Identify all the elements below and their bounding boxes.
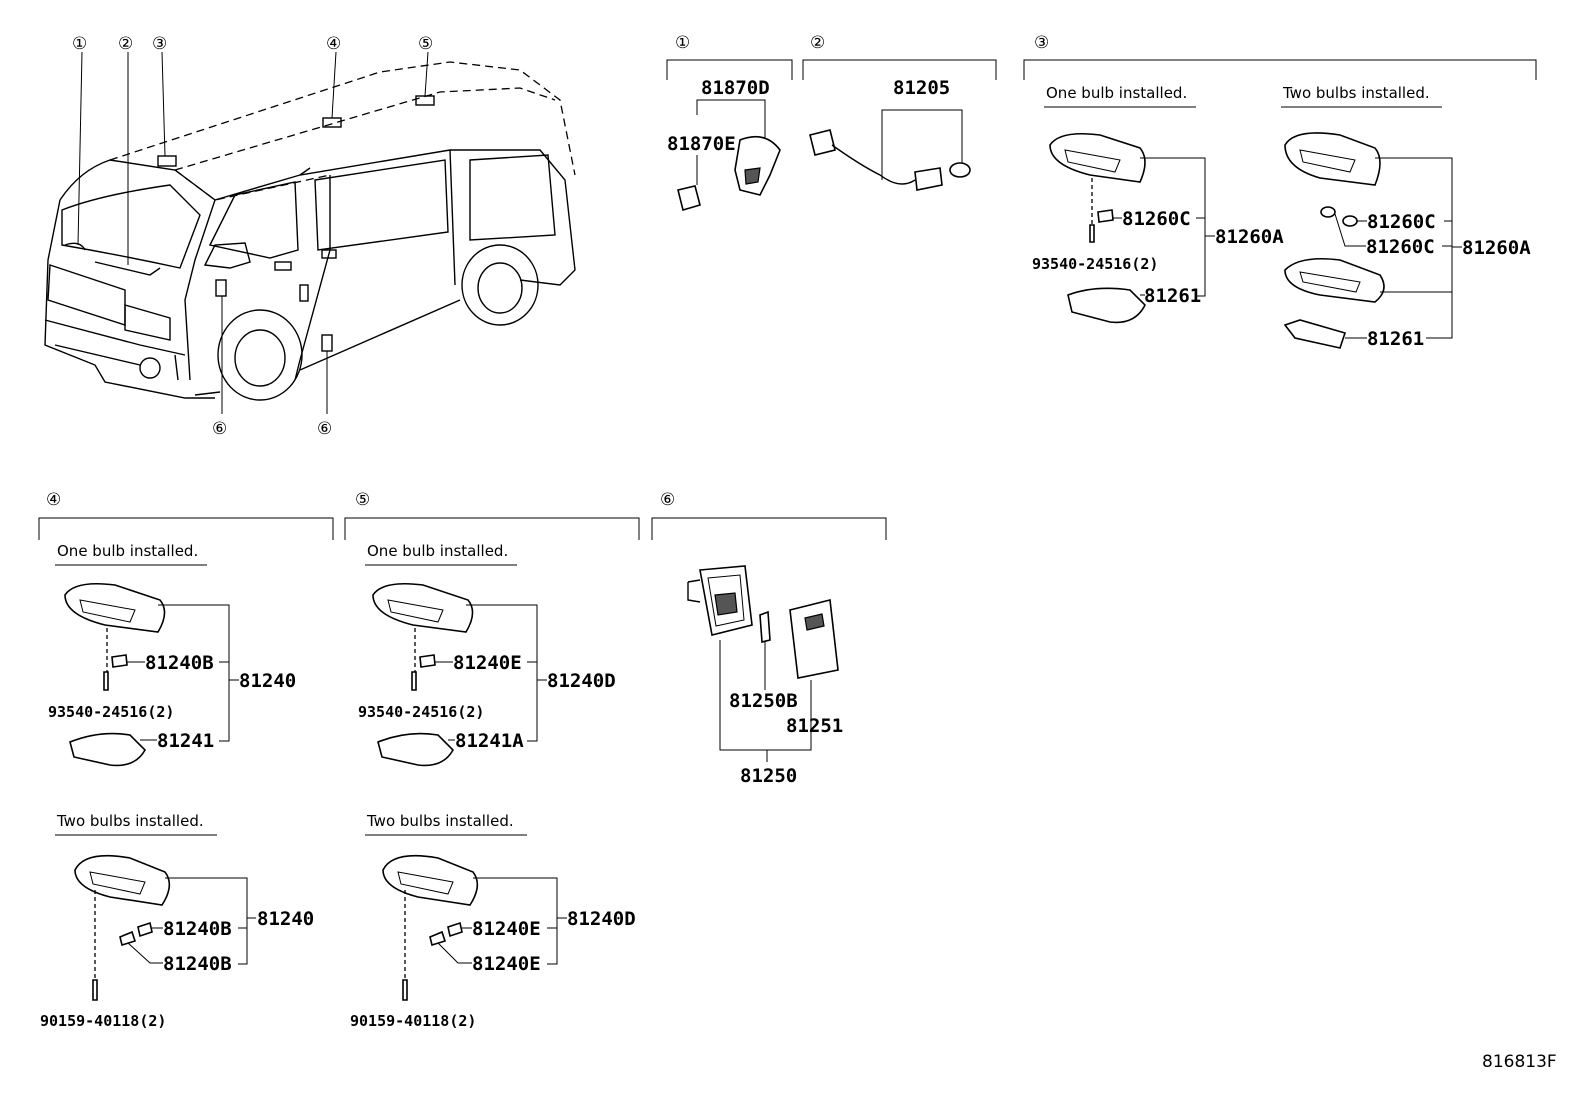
part-81240e-two-1: 81240E bbox=[472, 918, 541, 940]
part-81260a-two: 81260A bbox=[1462, 237, 1531, 259]
screw-93540-24516-s5: 93540-24516(2) bbox=[358, 703, 484, 721]
part-81261-two: 81261 bbox=[1367, 328, 1424, 350]
section-5: ⑤ One bulb installed. 81240E 93540-24516… bbox=[344, 490, 640, 1030]
part-81240d-two: 81240D bbox=[567, 908, 636, 930]
part-81260c-two-1: 81260C bbox=[1367, 211, 1436, 233]
section-3-note-one-bulb: One bulb installed. bbox=[1046, 84, 1187, 102]
section-3: ③ One bulb installed. 81260C 93540-24516… bbox=[1023, 33, 1537, 350]
part-81240b-one-s4: 81240B bbox=[145, 652, 214, 674]
section-5-note-two-bulbs: Two bulbs installed. bbox=[366, 812, 514, 830]
van-marker-6b: ⑥ bbox=[317, 419, 332, 439]
part-81260c-two-2: 81260C bbox=[1366, 236, 1435, 258]
part-81251: 81251 bbox=[786, 715, 843, 737]
screw-90159-40118-s5: 90159-40118(2) bbox=[350, 1012, 476, 1030]
section-2-callout: ② bbox=[810, 33, 825, 53]
section-4-callout: ④ bbox=[46, 490, 61, 510]
part-81870e: 81870E bbox=[667, 133, 736, 155]
van-marker-1: ① bbox=[72, 34, 87, 54]
part-81250: 81250 bbox=[740, 765, 797, 787]
section-4: ④ One bulb installed. 81240B 93540-24516… bbox=[38, 490, 334, 1030]
van-marker-2: ② bbox=[118, 34, 133, 54]
part-81240e-one: 81240E bbox=[453, 652, 522, 674]
van-illustration: ① ② ③ ④ ⑤ ⑥ ⑥ bbox=[44, 34, 576, 439]
part-81260c-one: 81260C bbox=[1122, 208, 1191, 230]
part-81240-one: 81240 bbox=[239, 670, 296, 692]
van-marker-6a: ⑥ bbox=[212, 419, 227, 439]
figure-code: 816813F bbox=[1482, 1052, 1557, 1072]
screw-90159-40118-s4: 90159-40118(2) bbox=[40, 1012, 166, 1030]
part-81240d-one: 81240D bbox=[547, 670, 616, 692]
section-5-callout: ⑤ bbox=[355, 490, 370, 510]
part-81240e-two-2: 81240E bbox=[472, 953, 541, 975]
section-1: ① 81870D 81870E bbox=[666, 33, 793, 212]
section-4-note-one-bulb: One bulb installed. bbox=[57, 542, 198, 560]
screw-93540-24516-s3: 93540-24516(2) bbox=[1032, 255, 1158, 273]
part-81240-two: 81240 bbox=[257, 908, 314, 930]
part-81250b: 81250B bbox=[729, 690, 798, 712]
van-marker-5: ⑤ bbox=[418, 34, 433, 54]
part-81260a-one: 81260A bbox=[1215, 226, 1284, 248]
section-6-callout: ⑥ bbox=[660, 490, 675, 510]
section-5-note-one-bulb: One bulb installed. bbox=[367, 542, 508, 560]
section-4-note-two-bulbs: Two bulbs installed. bbox=[56, 812, 204, 830]
part-81261-one: 81261 bbox=[1144, 285, 1201, 307]
part-81205: 81205 bbox=[893, 77, 950, 99]
section-2: ② 81205 bbox=[802, 33, 997, 191]
part-81240b-two-2-s4: 81240B bbox=[163, 953, 232, 975]
section-1-callout: ① bbox=[675, 33, 690, 53]
van-marker-4: ④ bbox=[326, 34, 341, 54]
part-81241: 81241 bbox=[157, 730, 214, 752]
part-81241a: 81241A bbox=[455, 730, 524, 752]
part-81240b-two-1-s4: 81240B bbox=[163, 918, 232, 940]
part-81870d: 81870D bbox=[701, 77, 770, 99]
section-3-callout: ③ bbox=[1034, 33, 1049, 53]
section-3-note-two-bulbs: Two bulbs installed. bbox=[1282, 84, 1430, 102]
screw-93540-24516-s4: 93540-24516(2) bbox=[48, 703, 174, 721]
section-6: ⑥ 81250B 81251 81250 bbox=[651, 490, 887, 787]
van-marker-3: ③ bbox=[152, 34, 167, 54]
